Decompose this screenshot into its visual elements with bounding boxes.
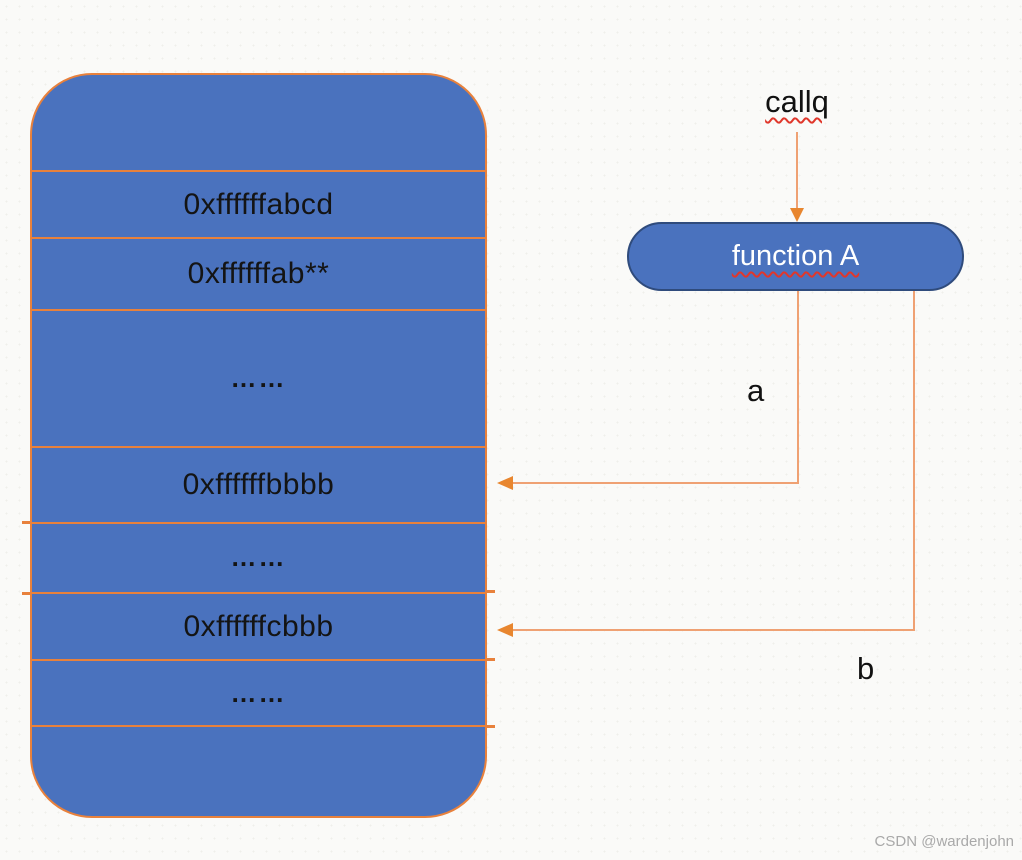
stack-row-label: 0xffffffabcd (183, 187, 334, 221)
edge-a-vertical-line (797, 291, 799, 484)
stack-row-label: …… (230, 542, 287, 573)
function-a-label: function A (731, 240, 860, 272)
divider-tick (485, 658, 495, 661)
stack-row-label: …… (230, 677, 287, 708)
divider-tick (485, 725, 495, 728)
callq-arrowhead-icon (790, 208, 804, 222)
stack-row-label: 0xffffffcbbb (183, 609, 334, 643)
stack-row-ab-star: 0xffffffab** (32, 237, 485, 309)
memory-stack: 0xffffffabcd 0xffffffab** …… 0xffffffbbb… (30, 73, 487, 818)
stack-row-abcd: 0xffffffabcd (32, 170, 485, 237)
stack-row-top (32, 75, 485, 170)
edge-a-label: a (747, 373, 765, 408)
function-a-node: function A (627, 222, 964, 291)
edge-b-horizontal-line (512, 629, 915, 631)
edge-a-horizontal-line (512, 482, 799, 484)
edge-b-vertical-line (913, 291, 915, 629)
stack-row-ellipsis: …… (32, 521, 485, 593)
edge-b-label: b (857, 651, 875, 686)
stack-row-ellipsis: …… (32, 658, 485, 726)
watermark: CSDN @wardenjohn (874, 833, 1014, 850)
edge-a-arrowhead-icon (497, 476, 513, 490)
divider-tick (485, 590, 495, 593)
divider-tick (22, 521, 32, 524)
callq-arrow-line (796, 132, 798, 210)
stack-row-bbbb: 0xffffffbbbb (32, 445, 485, 522)
stack-row-cbbb: 0xffffffcbbb (32, 592, 485, 659)
stack-row-label: 0xffffffbbbb (182, 467, 335, 501)
stack-row-bottom (32, 725, 485, 816)
stack-row-label: 0xffffffab** (187, 256, 330, 290)
callq-label: callq (765, 84, 829, 119)
stack-row-ellipsis: …… (32, 308, 485, 446)
stack-row-label: …… (230, 362, 287, 393)
edge-b-arrowhead-icon (497, 623, 513, 637)
divider-tick (22, 592, 32, 595)
